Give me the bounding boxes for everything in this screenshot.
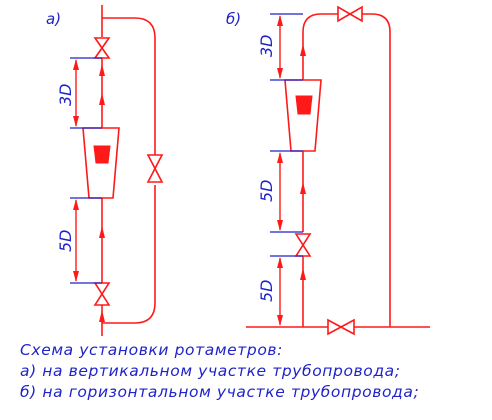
b-dim-arrowhead — [277, 257, 283, 268]
b-valve-top — [337, 5, 363, 23]
a-flow-arrow — [99, 64, 105, 76]
a-flow-arrow — [99, 226, 105, 238]
b-dim-label-upper: 3D — [257, 35, 276, 58]
a-rotameter-float — [93, 145, 111, 164]
caption-title: Схема установки ротаметров: — [20, 341, 283, 359]
b-flow-arrow — [300, 268, 306, 280]
caption-item-a: а) на вертикальном участке трубопровода; — [20, 362, 401, 380]
a-valve-bypass — [146, 154, 164, 183]
b-dim-arrowhead — [277, 68, 283, 79]
a-dimension-lines — [70, 57, 102, 284]
b-dim-arrowhead — [277, 220, 283, 231]
b-top-pipe — [302, 13, 391, 327]
b-rotameter-float — [295, 95, 313, 115]
b-dim-arrowhead — [277, 15, 283, 26]
a-dimension-arrowheads — [73, 59, 79, 282]
b-valve-bottom — [327, 318, 355, 336]
b-flow-arrows — [300, 44, 306, 280]
a-dim-label-upper: 3D — [56, 84, 75, 107]
a-flow-arrow — [99, 93, 105, 105]
a-dim-arrowhead — [73, 271, 79, 282]
a-flow-arrows — [99, 64, 105, 322]
a-bypass-pipe — [102, 17, 156, 324]
a-valve-bottom — [93, 282, 111, 306]
a-valve-top — [93, 37, 111, 59]
b-dimension-arrowheads — [277, 15, 283, 326]
a-dim-arrowhead — [73, 199, 79, 210]
b-flow-arrow — [300, 44, 306, 56]
a-rotameter-body — [82, 127, 120, 199]
b-dimension-lines — [270, 13, 303, 257]
figure-caption: Схема установки ротаметров: а) на вертик… — [20, 340, 419, 403]
b-dim-label-middle: 5D — [257, 180, 276, 203]
scheme-a-label: а) — [46, 10, 61, 28]
caption-item-b: б) на горизонтальном участке трубопровод… — [20, 383, 420, 401]
scheme-b-label: б) — [226, 10, 241, 28]
a-dim-arrowhead — [73, 116, 79, 127]
b-rotameter-body — [284, 79, 322, 152]
a-dim-arrowhead — [73, 59, 79, 70]
b-dim-arrowhead — [277, 315, 283, 326]
b-flow-arrow — [300, 182, 306, 194]
b-valve-riser — [294, 233, 312, 257]
a-flow-arrow — [99, 310, 105, 322]
b-dim-label-lower: 5D — [257, 280, 276, 303]
a-dim-label-lower: 5D — [56, 230, 75, 253]
scheme-b — [246, 5, 430, 336]
b-dim-arrowhead — [277, 152, 283, 163]
scheme-a — [82, 5, 164, 336]
